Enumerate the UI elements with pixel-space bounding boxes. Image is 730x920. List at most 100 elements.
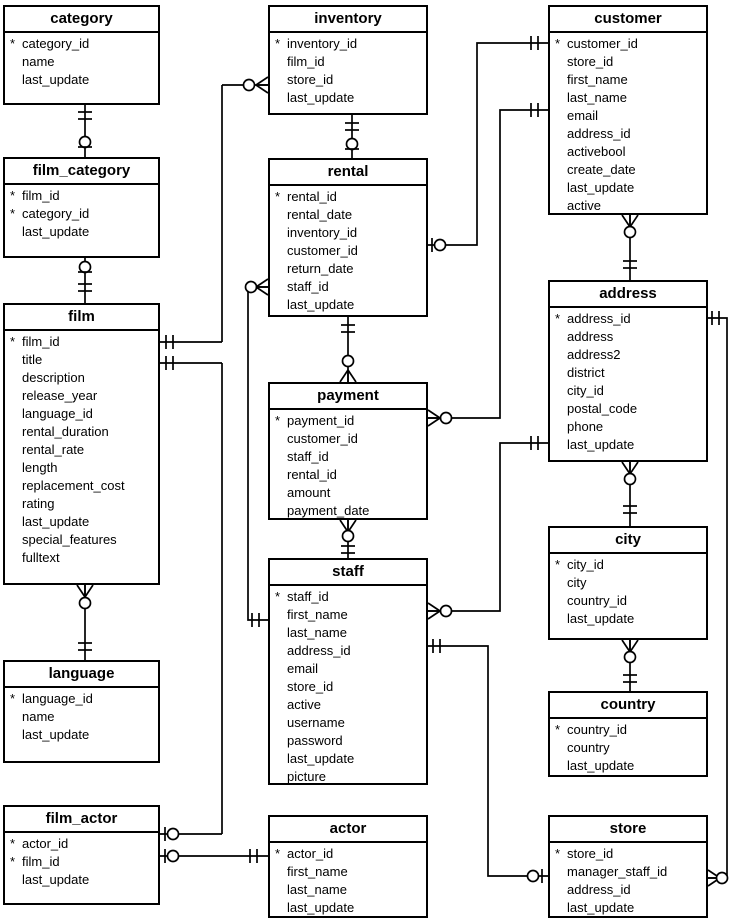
field-name: last_update <box>22 514 90 529</box>
field-name: email <box>287 661 319 676</box>
field-name: category_id <box>22 36 90 51</box>
field-customer-last_update: last_update <box>550 179 706 197</box>
connector-staff-store <box>428 639 548 883</box>
field-payment-staff_id: staff_id <box>270 448 426 466</box>
field-name: category_id <box>22 206 90 221</box>
field-name: last_update <box>567 180 635 195</box>
field-name: address_id <box>567 311 631 326</box>
field-country-last_update: last_update <box>550 757 706 775</box>
field-rental-last_update: last_update <box>270 296 426 314</box>
field-customer-activebool: activebool <box>550 143 706 161</box>
pk-spacer <box>275 242 287 260</box>
field-film-rental_rate: rental_rate <box>5 441 158 459</box>
field-rental-rental_id: *rental_id <box>270 188 426 206</box>
field-name: name <box>22 54 55 69</box>
field-name: last_update <box>287 90 355 105</box>
field-name: rental_duration <box>22 424 109 439</box>
field-name: staff_id <box>287 279 329 294</box>
field-city-country_id: country_id <box>550 592 706 610</box>
field-film-title: title <box>5 351 158 369</box>
field-name: store_id <box>287 72 334 87</box>
pk-spacer <box>555 328 567 346</box>
field-name: address <box>567 329 614 344</box>
field-customer-store_id: store_id <box>550 53 706 71</box>
field-film_actor-last_update: last_update <box>5 871 158 889</box>
pk-marker: * <box>10 854 16 869</box>
field-staff-last_update: last_update <box>270 750 426 768</box>
pk-spacer <box>555 346 567 364</box>
field-address-address2: address2 <box>550 346 706 364</box>
pk-marker: * <box>10 36 16 51</box>
field-name: last_update <box>22 872 90 887</box>
pk-spacer <box>555 89 567 107</box>
field-name: address_id <box>567 882 631 897</box>
field-name: active <box>287 697 321 712</box>
field-name: store_id <box>567 54 614 69</box>
field-staff-store_id: store_id <box>270 678 426 696</box>
pk-spacer <box>555 757 567 775</box>
connector-staff-address <box>427 436 548 620</box>
pk-spacer <box>275 714 287 732</box>
pk-spacer <box>275 899 287 917</box>
field-name: postal_code <box>567 401 638 416</box>
field-name: last_update <box>567 611 635 626</box>
field-film-fulltext: fulltext <box>5 549 158 567</box>
field-name: payment_date <box>287 503 370 518</box>
table-title-actor: actor <box>270 817 426 843</box>
pk-marker: * <box>275 589 281 604</box>
field-name: amount <box>287 485 331 500</box>
pk-spacer <box>275 660 287 678</box>
field-name: username <box>287 715 345 730</box>
connector-film-film_actor <box>160 356 223 841</box>
pk-spacer <box>275 260 287 278</box>
pk-spacer <box>10 369 22 387</box>
field-customer-last_name: last_name <box>550 89 706 107</box>
pk-spacer <box>275 863 287 881</box>
pk-marker: * <box>275 36 281 51</box>
field-film-rental_duration: rental_duration <box>5 423 158 441</box>
field-name: last_name <box>567 90 627 105</box>
field-film_actor-actor_id: *actor_id <box>5 835 158 853</box>
field-name: create_date <box>567 162 636 177</box>
field-staff-last_name: last_name <box>270 624 426 642</box>
field-inventory-film_id: film_id <box>270 53 426 71</box>
pk-spacer <box>275 224 287 242</box>
field-name: country <box>567 740 610 755</box>
field-inventory-last_update: last_update <box>270 89 426 107</box>
pk-spacer <box>275 466 287 484</box>
field-name: activebool <box>567 144 626 159</box>
field-name: customer_id <box>287 243 358 258</box>
field-name: length <box>22 460 58 475</box>
field-name: last_update <box>287 751 355 766</box>
connector-film_actor-actor <box>160 849 268 863</box>
pk-marker: * <box>10 334 16 349</box>
pk-spacer <box>555 143 567 161</box>
field-film-last_update: last_update <box>5 513 158 531</box>
pk-spacer <box>555 418 567 436</box>
pk-marker: * <box>10 691 16 706</box>
field-address-city_id: city_id <box>550 382 706 400</box>
field-name: name <box>22 709 55 724</box>
